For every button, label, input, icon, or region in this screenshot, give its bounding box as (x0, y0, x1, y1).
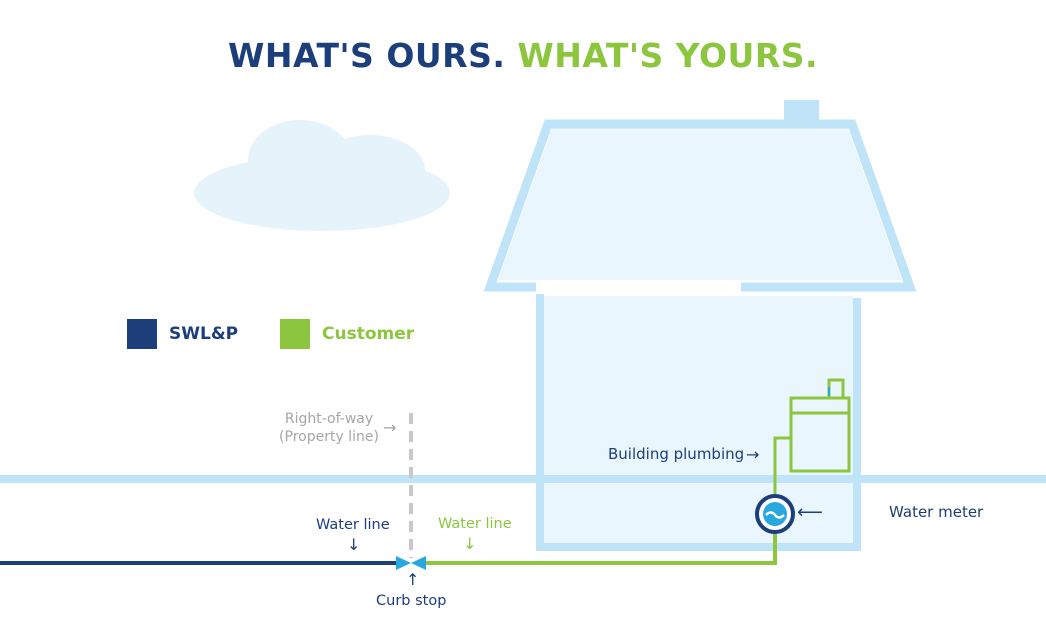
customer-water-line (424, 532, 777, 565)
right-of-way-line1: Right-of-way (284, 411, 374, 427)
utility-water-line-label: Water line (316, 517, 390, 533)
title-yours: WHAT'S YOURS. (517, 36, 819, 75)
customer-water-line-label: Water line (438, 516, 512, 532)
customer-water-line-arrow-icon: ↓ (463, 534, 477, 553)
cloud-icon (194, 120, 450, 231)
building-plumbing-arrow-icon: → (746, 445, 760, 464)
legend-swlp-label: SWL&P (169, 324, 239, 344)
legend-customer-swatch (280, 319, 310, 349)
curb-stop-label: Curb stop (376, 593, 447, 609)
utility-water-line-arrow-icon: ↓ (347, 535, 361, 554)
water-heater-icon (789, 378, 851, 473)
legend-swlp-swatch (127, 319, 157, 349)
roof-outline (483, 119, 917, 292)
water-meter-icon (755, 494, 795, 534)
right-of-way-label: Right-of-way (Property line) (274, 410, 384, 446)
curb-stop-valve-icon (396, 556, 426, 570)
right-of-way-line2: (Property line) (279, 429, 379, 446)
basement-fill (540, 483, 857, 547)
building-plumbing-pipe (773, 436, 790, 498)
diagram-title: WHAT'S OURS. WHAT'S YOURS. (0, 36, 1046, 75)
water-meter-label: Water meter (889, 503, 984, 521)
legend-customer: Customer (280, 319, 414, 349)
building-plumbing-label: Building plumbing (608, 445, 745, 463)
legend-swlp: SWL&P (127, 319, 238, 349)
right-of-way-arrow-icon: → (383, 418, 397, 437)
legend-customer-label: Customer (322, 324, 415, 344)
water-meter-arrow-icon: ⟵ (797, 502, 823, 523)
basement-outline (536, 483, 861, 551)
title-ours: WHAT'S OURS. (227, 36, 506, 75)
roof-fill (498, 128, 902, 280)
curb-stop-arrow-icon: ↑ (406, 570, 420, 589)
